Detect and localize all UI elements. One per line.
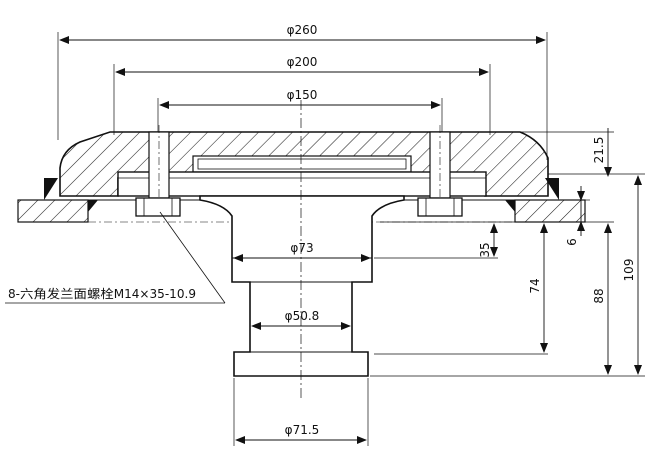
label-d260: φ260	[287, 23, 318, 37]
dimension-h21-5: 21.5	[592, 128, 612, 177]
label-d71-5: φ71.5	[285, 423, 320, 437]
label-h88: 88	[592, 288, 606, 303]
label-d50-8: φ50.8	[285, 309, 320, 323]
dimension-d73: φ73	[233, 241, 371, 262]
dimension-h35: 35	[478, 223, 498, 258]
dimension-h109: 109	[622, 175, 642, 375]
bolt-note: 8-六角发兰面螺栓M14×35-10.9	[8, 286, 196, 301]
label-d73: φ73	[290, 241, 313, 255]
top-flange	[59, 131, 549, 197]
dimension-d260: φ260	[57, 23, 548, 160]
spindle	[199, 195, 405, 377]
dimension-d150: φ150	[157, 88, 443, 132]
label-h21-5: 21.5	[592, 137, 606, 164]
dimension-h88: 88	[592, 223, 612, 375]
dimension-h74: 74	[528, 223, 548, 353]
dimension-h6: 6	[565, 186, 585, 246]
label-h35: 35	[478, 242, 492, 257]
label-h6: 6	[565, 238, 579, 246]
left-bolt	[135, 125, 181, 217]
dimension-d71-5: φ71.5	[233, 378, 369, 446]
label-d150: φ150	[287, 88, 318, 102]
bolt-callout: 8-六角发兰面螺栓M14×35-10.9	[5, 211, 226, 304]
right-bolt	[417, 125, 463, 217]
extension-lines	[370, 131, 645, 377]
label-h109: 109	[622, 259, 636, 282]
dimension-d50-8: φ50.8	[251, 309, 351, 330]
dimension-d200: φ200	[113, 55, 491, 135]
label-d200: φ200	[287, 55, 318, 69]
label-h74: 74	[528, 278, 542, 293]
